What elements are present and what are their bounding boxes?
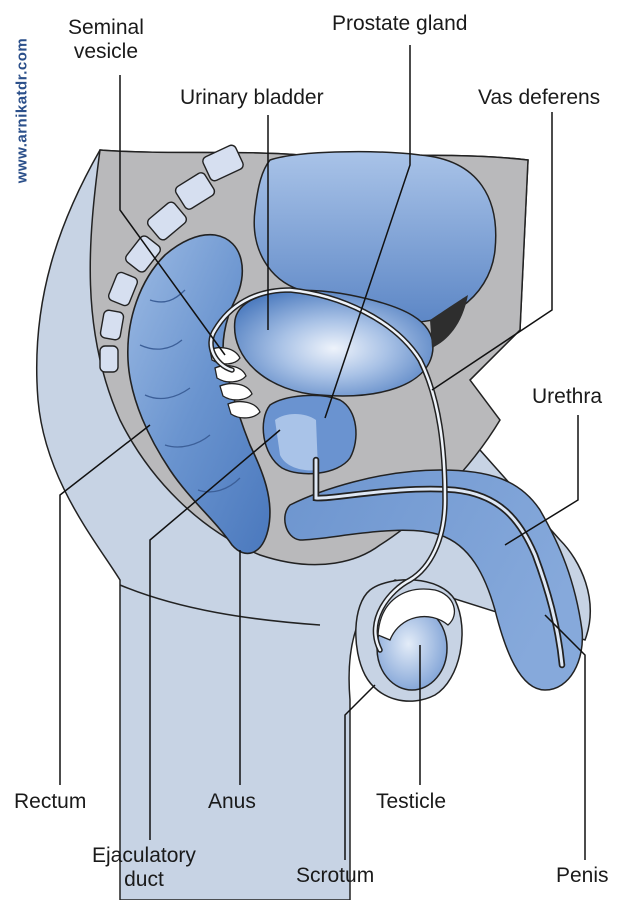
spine bbox=[99, 144, 244, 373]
leader-prostate bbox=[324, 45, 411, 419]
label-penis: Penis bbox=[556, 864, 609, 887]
label-ejaculatory-duct: Ejaculatory duct bbox=[92, 844, 196, 891]
leader-ejaculatory bbox=[149, 429, 281, 840]
prostate-highlight bbox=[275, 414, 318, 471]
label-scrotum: Scrotum bbox=[296, 864, 375, 887]
epididymis bbox=[377, 588, 456, 641]
label-seminal-vesicle: Seminal vesicle bbox=[68, 16, 144, 63]
leader-lines bbox=[59, 45, 586, 860]
gluteal-fold bbox=[119, 584, 321, 626]
leader-rectum bbox=[59, 424, 151, 785]
label-anus: Anus bbox=[208, 790, 256, 813]
pelvic-band bbox=[430, 295, 468, 348]
label-vas-deferens: Vas deferens bbox=[478, 86, 601, 109]
label-rectum: Rectum bbox=[14, 790, 87, 813]
rectum-folds bbox=[139, 289, 241, 493]
leader-penis bbox=[544, 614, 586, 860]
label-urethra: Urethra bbox=[532, 385, 603, 408]
label-prostate-gland: Prostate gland bbox=[332, 12, 468, 35]
leader-vas-deferens bbox=[431, 112, 553, 391]
penis bbox=[284, 469, 584, 691]
label-testicle: Testicle bbox=[376, 790, 447, 813]
leader-scrotum bbox=[344, 684, 376, 860]
leader-urethra bbox=[504, 415, 579, 546]
rectum bbox=[127, 233, 271, 555]
leader-seminal-vesicle bbox=[119, 75, 226, 356]
label-urinary-bladder: Urinary bladder bbox=[180, 86, 324, 109]
